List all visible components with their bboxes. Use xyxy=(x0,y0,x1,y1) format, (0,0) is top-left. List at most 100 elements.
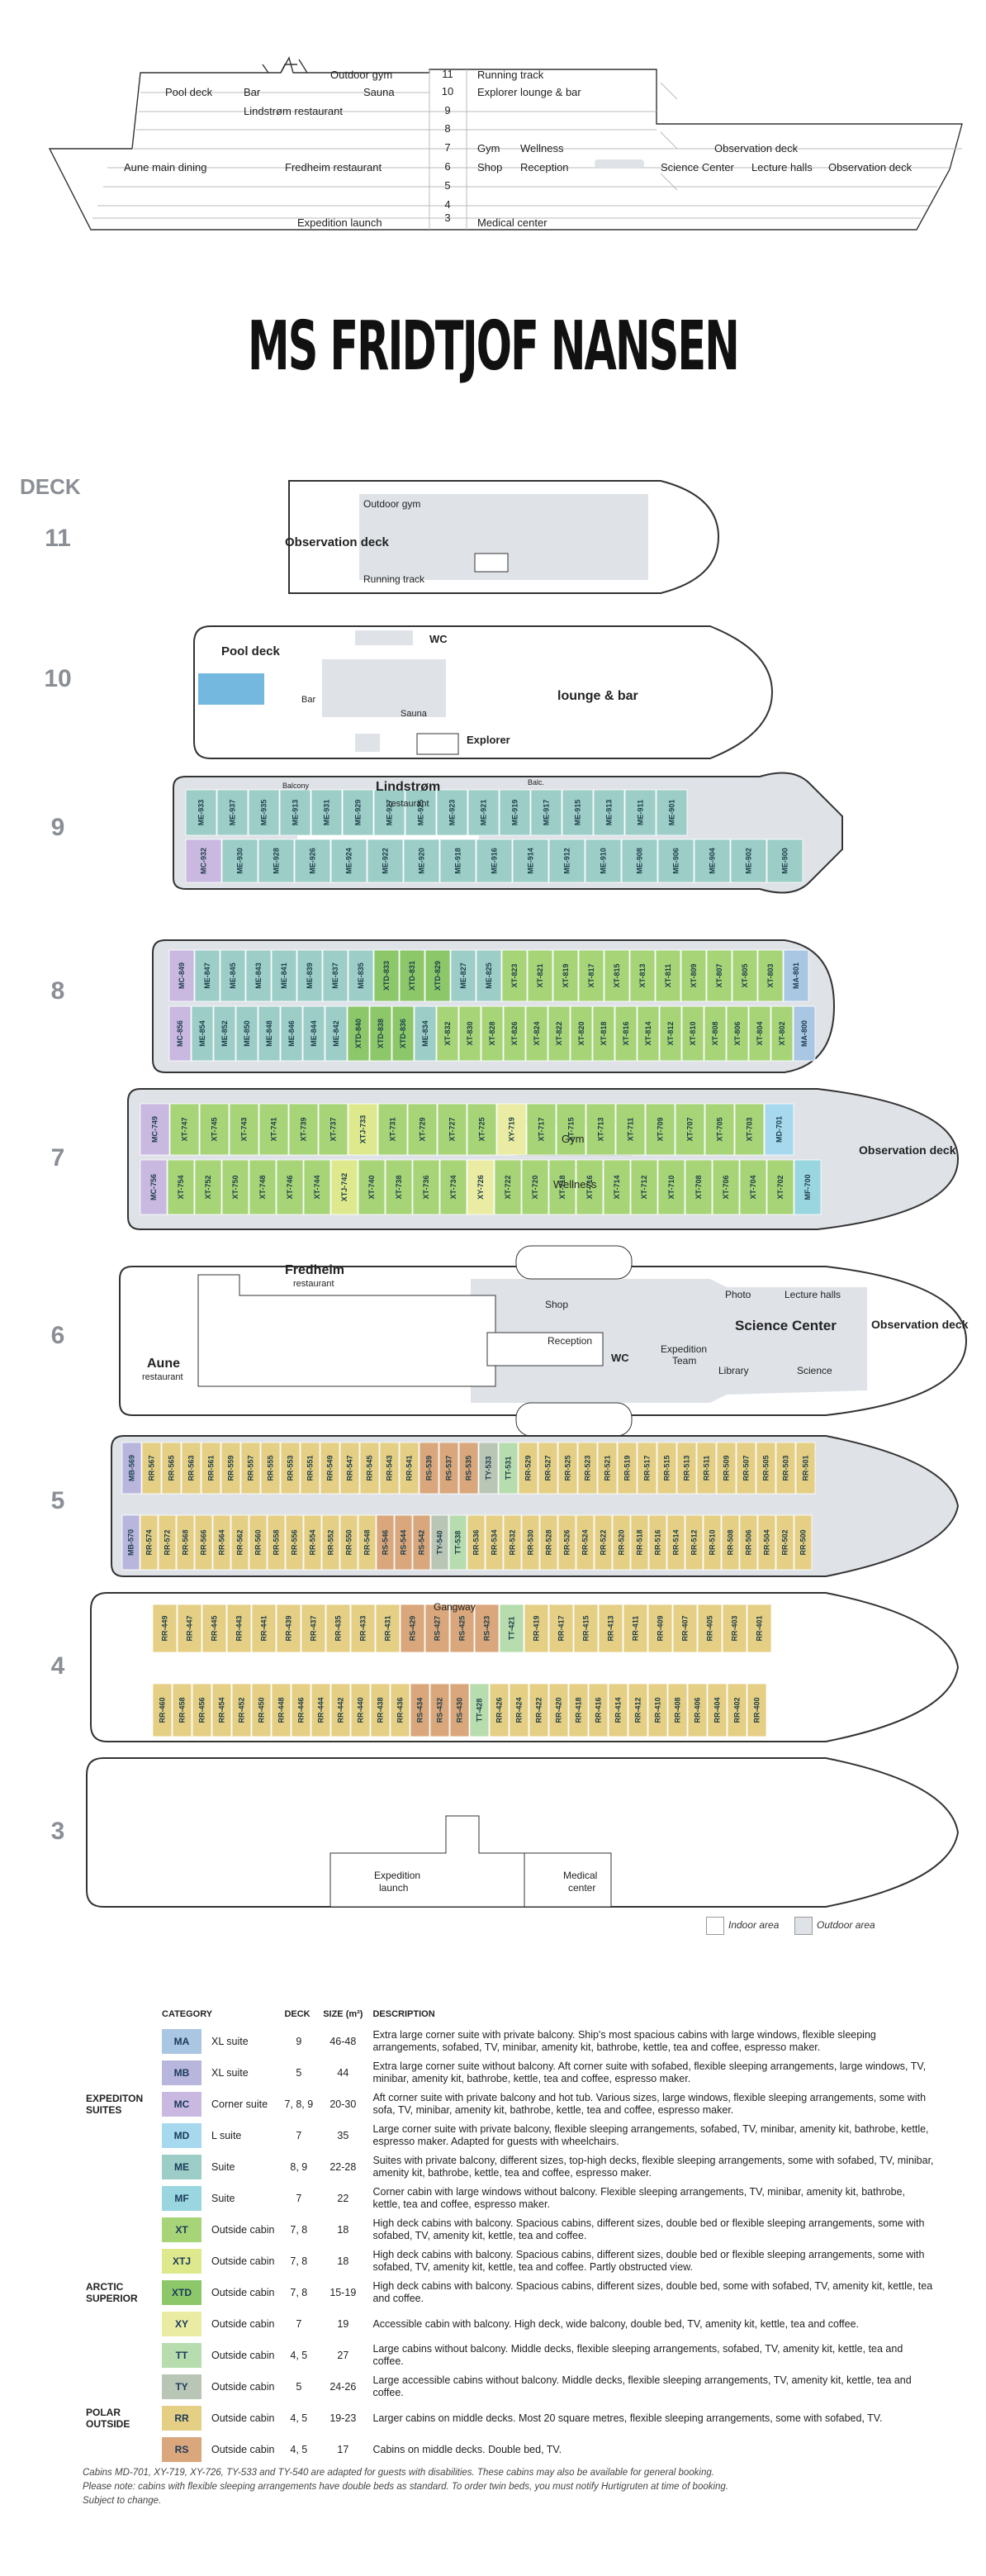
cabin-number: RR-534 xyxy=(490,1529,498,1555)
cabin-number: RR-506 xyxy=(744,1529,752,1555)
cabin-block xyxy=(373,789,405,836)
legend-deck: 5 xyxy=(296,2381,302,2393)
side-label-right: Lecture halls xyxy=(751,161,813,173)
cabin-number: RR-418 xyxy=(574,1697,582,1723)
legend-size: 19-23 xyxy=(329,2412,357,2424)
cabin-block xyxy=(775,1442,796,1495)
cabin-number: ME-850 xyxy=(243,1020,251,1047)
cabin-block xyxy=(325,1604,351,1653)
cabin-number: RR-558 xyxy=(272,1529,280,1555)
cabin-block xyxy=(212,1514,231,1571)
cabin-block xyxy=(172,1683,192,1737)
cabin-number: TY-533 xyxy=(484,1456,492,1480)
cabin-number: ME-901 xyxy=(667,800,676,826)
legend-desc: Large cabins without balcony. Middle dec… xyxy=(372,2343,903,2367)
legend-size: 24-26 xyxy=(329,2381,357,2393)
cabin-block xyxy=(271,1683,292,1737)
cabin-number: ME-912 xyxy=(562,848,571,874)
cabin-block xyxy=(152,1683,173,1737)
cabin-block xyxy=(597,1442,618,1495)
cabin-block xyxy=(732,949,758,1002)
side-label-right: Shop xyxy=(477,161,503,173)
cabin-block xyxy=(258,1005,281,1062)
cabin-block xyxy=(191,1005,214,1062)
cabin-number: RR-422 xyxy=(534,1697,543,1723)
side-label-left: Lindstrøm restaurant xyxy=(244,105,343,117)
cabin-block xyxy=(474,1604,500,1653)
cabin-code-badge: XY xyxy=(162,2312,201,2336)
side-label-left: Aune main dining xyxy=(124,161,207,173)
cabin-block xyxy=(330,1159,358,1215)
cabin-number: RR-456 xyxy=(197,1697,206,1723)
cabin-number: RS-434 xyxy=(415,1698,424,1723)
cabin-block xyxy=(694,839,731,883)
cabin-block xyxy=(245,949,272,1002)
cabin-block xyxy=(199,1103,230,1156)
cabin-block xyxy=(439,839,476,883)
cabin-block xyxy=(429,1683,450,1737)
cabin-block xyxy=(716,1442,737,1495)
cabin-number: XT-816 xyxy=(622,1021,630,1045)
cabin-number: XT-740 xyxy=(367,1175,376,1199)
cabin-number: RR-439 xyxy=(284,1615,292,1641)
cabin-block xyxy=(249,1159,277,1215)
cabin-block xyxy=(280,1005,303,1062)
legend-code-cell: XTD xyxy=(157,2277,206,2308)
cabin-number: ME-933 xyxy=(197,800,205,826)
legend-type: Corner suite xyxy=(211,2098,268,2110)
cabin-block xyxy=(489,1683,510,1737)
legend-deck: 4, 5 xyxy=(290,2412,308,2424)
legend-type: Outside cabin xyxy=(211,2350,275,2361)
legend-type: Outside cabin xyxy=(211,2381,275,2393)
legend-code-cell: MB xyxy=(157,2057,206,2089)
cabin-number: XT-819 xyxy=(562,963,570,987)
deck-label: Science xyxy=(797,1365,832,1376)
cabin-number: RR-563 xyxy=(187,1455,195,1480)
cabin-number: RS-539 xyxy=(424,1456,433,1481)
cabin-number: MB-570 xyxy=(126,1529,135,1556)
cabin-number: RS-432 xyxy=(435,1698,443,1723)
deck-10-plan xyxy=(193,625,774,759)
legend-group-cell xyxy=(81,2026,157,2057)
cabin-number: ME-919 xyxy=(510,800,519,826)
cabin-block xyxy=(494,1159,522,1215)
cabin-number: XT-727 xyxy=(448,1117,456,1141)
legend-size: 46-48 xyxy=(329,2036,357,2047)
cabin-block xyxy=(467,1514,486,1571)
cabin-number: RR-529 xyxy=(524,1455,532,1480)
cabin-block xyxy=(168,1005,192,1062)
deck-label: Running track xyxy=(363,573,425,585)
cabin-number: XT-747 xyxy=(180,1117,188,1141)
deck-label: restaurant xyxy=(142,1372,183,1382)
legend-type: Outside cabin xyxy=(211,2287,275,2298)
cabin-block xyxy=(524,1604,549,1653)
cabin-number: XT-725 xyxy=(477,1117,486,1141)
cabin-number: RR-554 xyxy=(308,1529,316,1555)
legend-code-cell: RR xyxy=(157,2403,206,2434)
cabin-number: RR-519 xyxy=(623,1455,631,1480)
cabin-block xyxy=(615,1103,646,1156)
cabin-block xyxy=(576,1159,604,1215)
cabin-block xyxy=(603,1159,631,1215)
legend-deck: 7, 8 xyxy=(290,2255,308,2267)
legend-deck: 7 xyxy=(296,2193,302,2204)
cabin-number: RR-413 xyxy=(606,1615,614,1641)
cabin-block xyxy=(707,1683,728,1737)
cabin-number: ME-925 xyxy=(416,800,424,826)
cabin-block xyxy=(648,1514,667,1571)
cabin-number: RR-551 xyxy=(306,1455,314,1480)
cabin-block xyxy=(666,1514,685,1571)
cabin-block xyxy=(176,1514,195,1571)
cabin-number: XT-805 xyxy=(741,963,749,987)
cabin-block xyxy=(322,949,348,1002)
side-deck-number: 3 xyxy=(444,211,451,224)
cabin-block xyxy=(548,1005,571,1062)
cabin-block xyxy=(348,949,374,1002)
cabin-block xyxy=(621,839,658,883)
cabin-number: RR-530 xyxy=(526,1529,534,1555)
cabin-number: ME-848 xyxy=(265,1020,273,1047)
cabin-code-badge: XT xyxy=(162,2217,201,2242)
deck-number: 3 xyxy=(50,1818,65,1845)
